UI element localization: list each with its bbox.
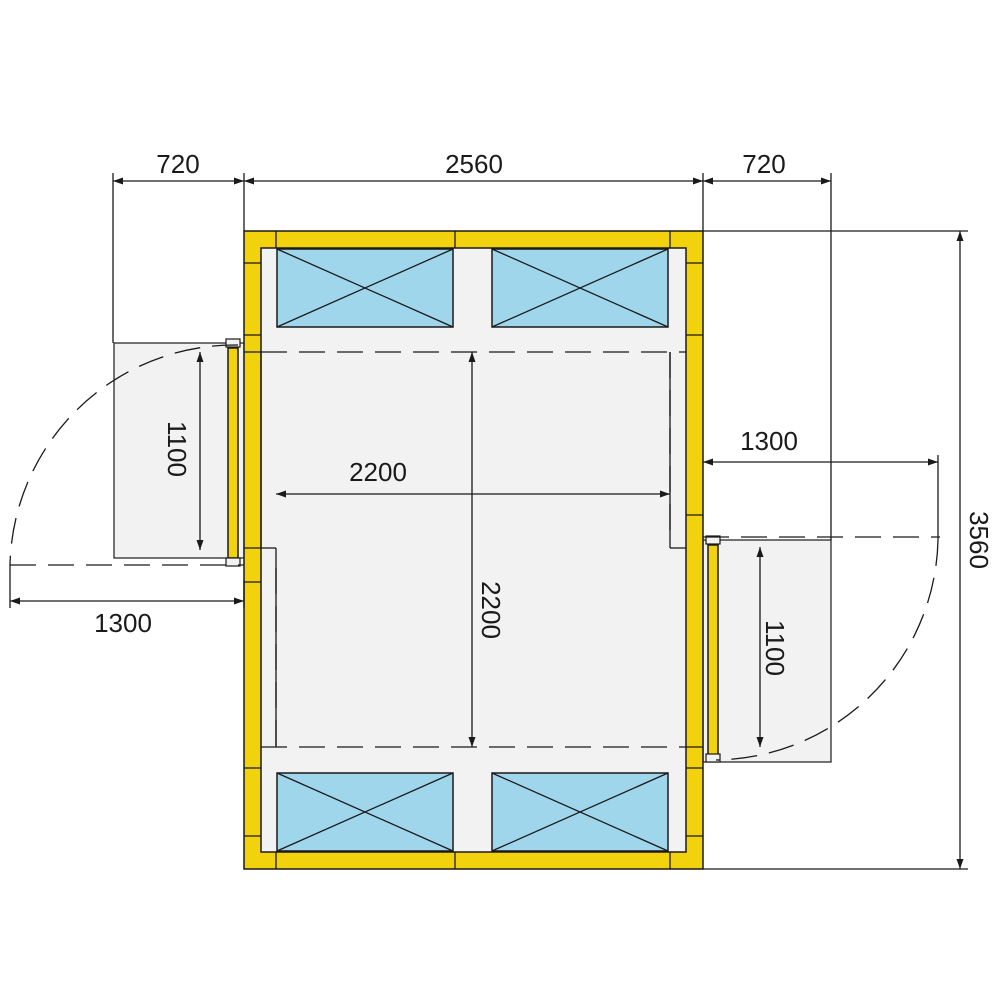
- label-total-depth: 3560: [964, 511, 994, 569]
- left-door: [9, 338, 244, 567]
- label-left-door-swing: 1300: [94, 608, 152, 638]
- crate-bottom-right: [491, 772, 669, 852]
- left-door-leaf: [227, 347, 239, 559]
- right-door-panel: [702, 539, 832, 763]
- right-door-swing-arc: [715, 539, 939, 761]
- crates: [276, 248, 669, 852]
- label-right-door-width: 1100: [760, 620, 790, 676]
- left-door-panel: [113, 342, 245, 559]
- right-door: [703, 535, 940, 763]
- right-door-leaf: [707, 544, 719, 756]
- label-right-door-swing: 1300: [740, 426, 798, 456]
- label-top-main-width: 2560: [445, 149, 503, 179]
- crate-top-right: [491, 248, 669, 328]
- label-inner-width: 2200: [349, 457, 407, 487]
- wall-joints: [244, 231, 703, 869]
- crate-top-left: [276, 248, 454, 328]
- crate-bottom-left: [276, 772, 454, 852]
- label-left-door-width: 1100: [162, 421, 192, 477]
- interior-floor: [260, 247, 687, 853]
- dimension-lines: [10, 177, 964, 869]
- label-top-left-width: 720: [156, 149, 199, 179]
- left-door-swing-arc: [9, 344, 239, 566]
- label-top-right-width: 720: [742, 149, 785, 179]
- label-inner-depth: 2200: [476, 581, 506, 639]
